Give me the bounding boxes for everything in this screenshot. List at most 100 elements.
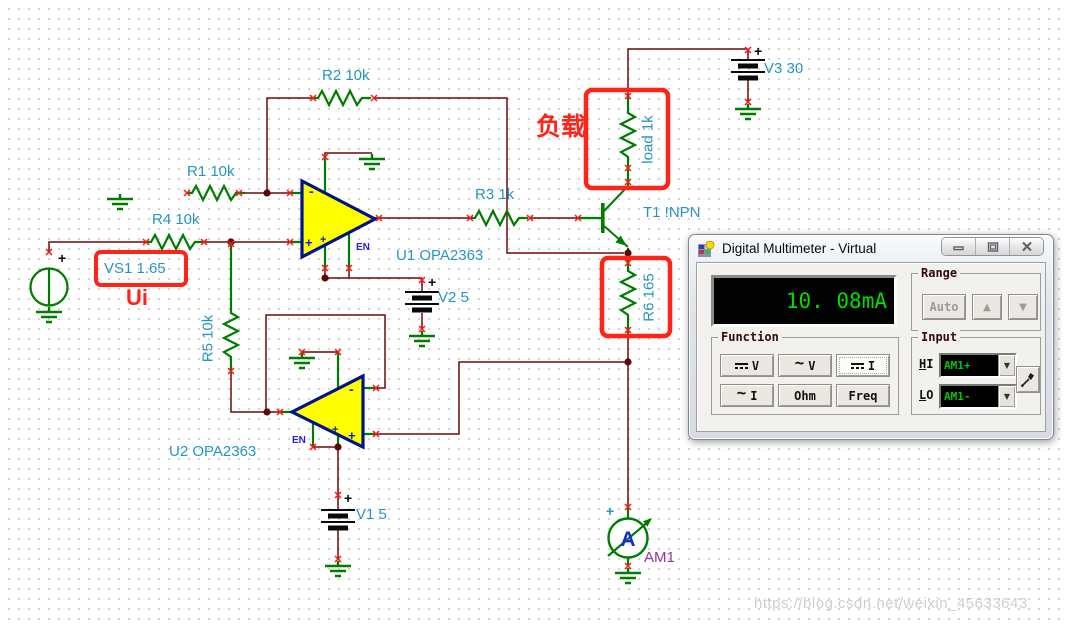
label-load[interactable]: load 1k [639, 115, 657, 164]
u2-plus-mark: + [348, 428, 356, 443]
label-r2[interactable]: R2 10k [322, 67, 370, 84]
opamp-u2[interactable]: - + + EN [288, 373, 365, 450]
maximize-button[interactable] [976, 238, 1010, 255]
close-button[interactable] [1010, 238, 1043, 255]
label-vs1[interactable]: VS1 1.65 [104, 260, 166, 277]
source-vs1[interactable] [29, 267, 69, 307]
ground-symbol[interactable] [287, 351, 317, 370]
freq-button[interactable]: Freq [836, 384, 890, 407]
resistor-r1[interactable] [185, 184, 247, 202]
dmm-window-icon [698, 240, 715, 257]
resistor-r3[interactable] [468, 209, 530, 227]
range-down-button[interactable]: ▼ [1008, 294, 1038, 320]
ac-current-button[interactable]: ~I [720, 384, 774, 407]
up-arrow-icon: ▲ [983, 301, 991, 313]
ac-voltage-label: V [808, 358, 816, 373]
dmm-titlebar[interactable]: Digital Multimeter - Virtual [689, 235, 1053, 262]
annotation-boxes [583, 87, 673, 339]
probe-button[interactable] [1016, 366, 1040, 393]
annotation-load-cn: 负载 [536, 113, 587, 141]
dmm-window-title: Digital Multimeter - Virtual [722, 241, 877, 256]
lo-label: LO [919, 388, 934, 402]
dropdown-arrow-icon: ▼ [1003, 392, 1011, 401]
hi-select-value: AM1+ [944, 359, 971, 372]
ohm-button[interactable]: Ohm [778, 384, 832, 407]
dc-icon [850, 362, 864, 369]
resistor-r2[interactable] [311, 89, 373, 107]
maximize-icon [987, 241, 998, 252]
resistor-r5[interactable] [222, 306, 240, 368]
lo-select[interactable]: AM1- ▼ [939, 384, 1017, 409]
u2-supply-plus-mark: + [332, 424, 338, 436]
label-r1[interactable]: R1 10k [187, 163, 235, 180]
dc-voltage-button[interactable]: V [720, 354, 774, 377]
ground-symbol[interactable] [323, 559, 353, 578]
resistor-r6[interactable] [619, 264, 637, 326]
label-am1[interactable]: AM1 [644, 549, 675, 566]
lo-dropdown-button[interactable]: ▼ [998, 386, 1015, 407]
range-up-button[interactable]: ▲ [972, 294, 1002, 320]
ammeter-am1[interactable]: A + [606, 503, 652, 559]
resistor-load[interactable] [619, 106, 637, 168]
transistor-t1[interactable] [601, 185, 629, 248]
label-r3[interactable]: R3 1k [475, 186, 515, 203]
watermark: https://blog.csdn.net/weixin_45633643 [754, 595, 1028, 612]
input-group: Input HI AM1+ ▼ LO AM1- ▼ [911, 330, 1041, 415]
label-u1[interactable]: U1 OPA2363 [396, 247, 484, 264]
minimize-icon [952, 245, 964, 250]
hi-label: HI [919, 357, 934, 371]
label-v2[interactable]: V2 5 [438, 289, 469, 306]
ground-symbol[interactable] [407, 329, 437, 348]
ground-symbol[interactable] [613, 566, 643, 585]
dc-current-label: I [867, 358, 876, 373]
v3-plus-mark: + [754, 43, 762, 59]
ammeter-letter: A [620, 528, 635, 551]
label-r4[interactable]: R4 10k [152, 211, 200, 228]
hi-dropdown-button[interactable]: ▼ [998, 355, 1015, 376]
ac-voltage-button[interactable]: ~V [778, 354, 832, 377]
junction-dots [227, 189, 632, 451]
probe-icon [1020, 372, 1034, 387]
dropdown-arrow-icon: ▼ [1003, 361, 1011, 370]
v2-plus-mark: + [428, 274, 436, 290]
ground-symbol[interactable] [357, 152, 387, 171]
u1-minus-mark: - [309, 183, 314, 199]
label-v3[interactable]: V3 30 [764, 60, 804, 77]
label-r6[interactable]: R6 165 [640, 273, 658, 322]
ac-current-label: I [750, 388, 758, 403]
label-r5[interactable]: R5 10k [199, 314, 217, 363]
range-auto-button[interactable]: Auto [922, 294, 966, 320]
range-group-label: Range [918, 266, 961, 280]
down-arrow-icon: ▼ [1019, 301, 1027, 313]
ac-icon: ~ [736, 382, 747, 402]
dmm-reading: 10. 08mA [785, 289, 887, 313]
u1-en-pin-label: EN [356, 242, 370, 253]
u1-plus-mark: + [305, 235, 313, 250]
ground-symbol[interactable] [34, 305, 64, 324]
minimize-button[interactable] [942, 238, 976, 255]
label-t1[interactable]: T1 !NPN [643, 204, 701, 221]
ground-symbol[interactable] [105, 192, 135, 211]
resistor-r4[interactable] [144, 233, 206, 251]
opamp-u1[interactable]: - + + EN [300, 178, 379, 260]
label-v1[interactable]: V1 5 [356, 506, 387, 523]
close-icon [1021, 241, 1032, 252]
battery-v3[interactable] [731, 60, 765, 78]
battery-v1[interactable] [321, 510, 355, 528]
dc-voltage-label: V [751, 358, 760, 373]
function-group-label: Function [718, 330, 782, 344]
vs1-highlight-box: VS1 1.65 [94, 250, 188, 287]
hi-select[interactable]: AM1+ ▼ [939, 353, 1017, 378]
u2-minus-mark: - [349, 381, 354, 397]
label-u2[interactable]: U2 OPA2363 [169, 443, 257, 460]
range-group: Range Auto ▲ ▼ [911, 266, 1041, 331]
ground-symbol[interactable] [733, 102, 763, 121]
battery-v2[interactable] [405, 292, 439, 310]
load-highlight-box [583, 87, 671, 191]
dc-current-button[interactable]: I [836, 354, 890, 377]
window-controls [941, 237, 1044, 256]
u2-en-pin-label: EN [292, 435, 306, 446]
dmm-panel: 10. 08mA Range Auto ▲ ▼ Function V ~V I [696, 262, 1046, 432]
